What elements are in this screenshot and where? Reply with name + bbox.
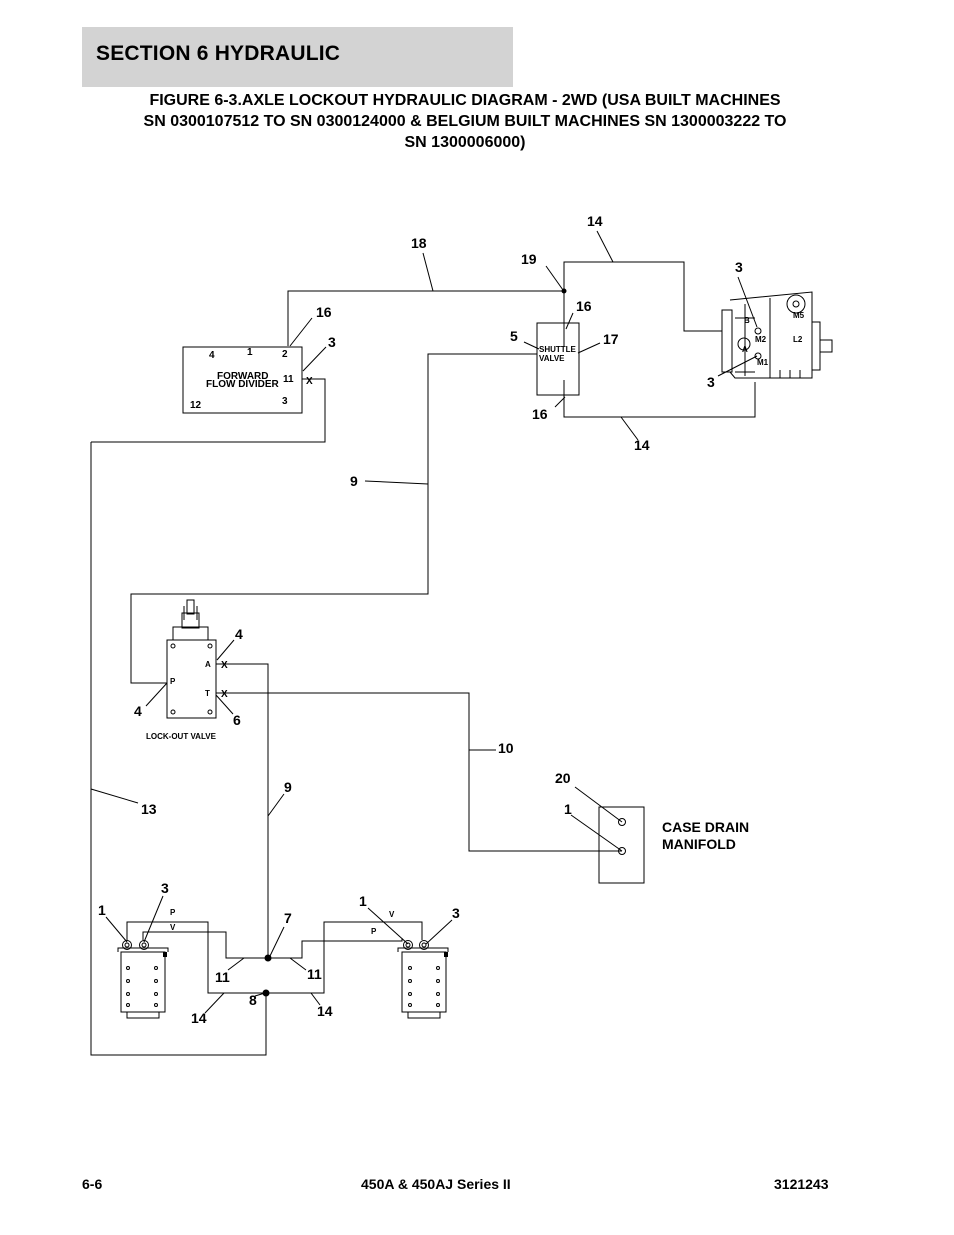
left-cylinder-port-p: P [170,908,176,917]
hose-11-left [142,931,268,959]
left-cylinder-port-v: V [170,923,176,932]
lockout-valve-icon [166,599,217,719]
lockout-port-p: P [170,677,176,686]
callout-1-left-cylinder: 1 [98,902,106,918]
callout-18: 18 [411,235,427,251]
lockout-port-a: A [205,660,211,669]
hose-13 [90,442,267,1056]
hose-9-upper [130,353,537,684]
x-mark-lockout-a: X [221,660,228,671]
hose-11-right [268,938,403,959]
junction-node-19 [561,288,567,294]
left-lockout-cylinder-icon [117,940,169,1019]
callout-19: 19 [521,251,537,267]
callout-3-flow-divider: 3 [328,334,336,350]
callout-6: 6 [233,712,241,728]
callout-16-flow-divider: 16 [316,304,332,320]
x-mark-lockout-t: X [221,689,228,700]
callout-1-right-cylinder: 1 [359,893,367,909]
figure-title-line-3: SN 1300006000) [404,134,526,151]
flow-divider-port-3: 3 [282,396,288,407]
pump-port-m5: M5 [793,311,805,320]
lockout-valve-label: LOCK-OUT VALVE [146,732,217,741]
pump-port-b: B [744,316,750,325]
callout-7: 7 [284,910,292,926]
case-drain-label-2: MANIFOLD [662,836,736,852]
callout-11-left: 11 [215,969,230,985]
footer-page-number: 6-6 [82,1176,103,1192]
callout-16-top: 16 [576,298,592,314]
right-cylinder-port-v: V [389,910,395,919]
callout-16-bottom: 16 [532,406,548,422]
callout-14-bottom-right: 14 [317,1003,333,1019]
callout-20: 20 [555,770,571,786]
right-cylinder-port-p: P [371,927,377,936]
callout-3-left-cylinder: 3 [161,880,169,896]
callout-13: 13 [141,801,157,817]
callout-14-middle: 14 [634,437,650,453]
callout-5: 5 [510,328,518,344]
callout-4-top: 4 [235,626,243,642]
callout-8: 8 [249,992,257,1008]
flow-divider-port-2: 2 [282,349,288,360]
shuttle-valve-label-1: SHUTTLE [539,345,577,354]
footer-document-number: 3121243 [774,1176,829,1192]
lockout-port-t: T [205,689,210,698]
hose-14-bottom-right [266,921,423,994]
hose-14-bottom-left [126,921,266,994]
hose-fd-11 [91,378,326,443]
junction-node-8 [262,989,270,997]
flow-divider-port-4: 4 [209,350,215,361]
hose-9-lower [216,663,269,958]
pump-port-m2: M2 [755,335,767,344]
footer-model: 450A & 450AJ Series II [361,1176,511,1192]
junction-node-7 [264,954,272,962]
hose-18 [287,290,564,346]
shuttle-valve-body [536,322,580,396]
case-drain-label-1: CASE DRAIN [662,819,749,835]
flow-divider-body [182,346,303,414]
pump-port-l2: L2 [793,335,803,344]
flow-divider-label-1: FORWARD [217,371,268,382]
pump-port-a: A [742,345,748,354]
pump-port-m1: M1 [757,358,769,367]
right-lockout-cylinder-icon [397,940,449,1019]
flow-divider-port-11: 11 [283,374,294,385]
shuttle-valve-label-2: VALVE [539,354,565,363]
figure-title-line-1: FIGURE 6-3.AXLE LOCKOUT HYDRAULIC DIAGRA… [149,92,781,109]
x-mark-flow-divider: X [306,376,313,387]
callout-4-left: 4 [134,703,142,719]
callout-3-right-cylinder: 3 [452,905,460,921]
callout-11-right: 11 [307,966,322,982]
callout-17: 17 [603,331,619,347]
case-drain-manifold-icon [598,806,645,884]
callout-9-upper: 9 [350,473,358,489]
callout-3-pump-top: 3 [735,259,743,275]
callout-3-pump-bottom: 3 [707,374,715,390]
flow-divider-port-1: 1 [247,347,253,358]
pump-icon [721,291,833,379]
figure-title: FIGURE 6-3.AXLE LOCKOUT HYDRAULIC DIAGRA… [95,90,835,153]
hose-10 [216,692,622,852]
flow-divider-label-2: FLOW DIVIDER [206,379,280,390]
callout-9-lower: 9 [284,779,292,795]
section-header-band: SECTION 6 HYDRAULIC [82,27,513,87]
hose-14-lower [563,380,756,418]
callout-14-top: 14 [587,213,603,229]
section-title: SECTION 6 HYDRAULIC [96,42,341,65]
callout-14-bottom-left: 14 [191,1010,207,1026]
flow-divider-port-12: 12 [190,400,202,411]
figure-title-line-2: SN 0300107512 TO SN 0300124000 & BELGIUM… [143,113,787,130]
callout-1-case-drain: 1 [564,801,572,817]
callout-10: 10 [498,740,514,756]
